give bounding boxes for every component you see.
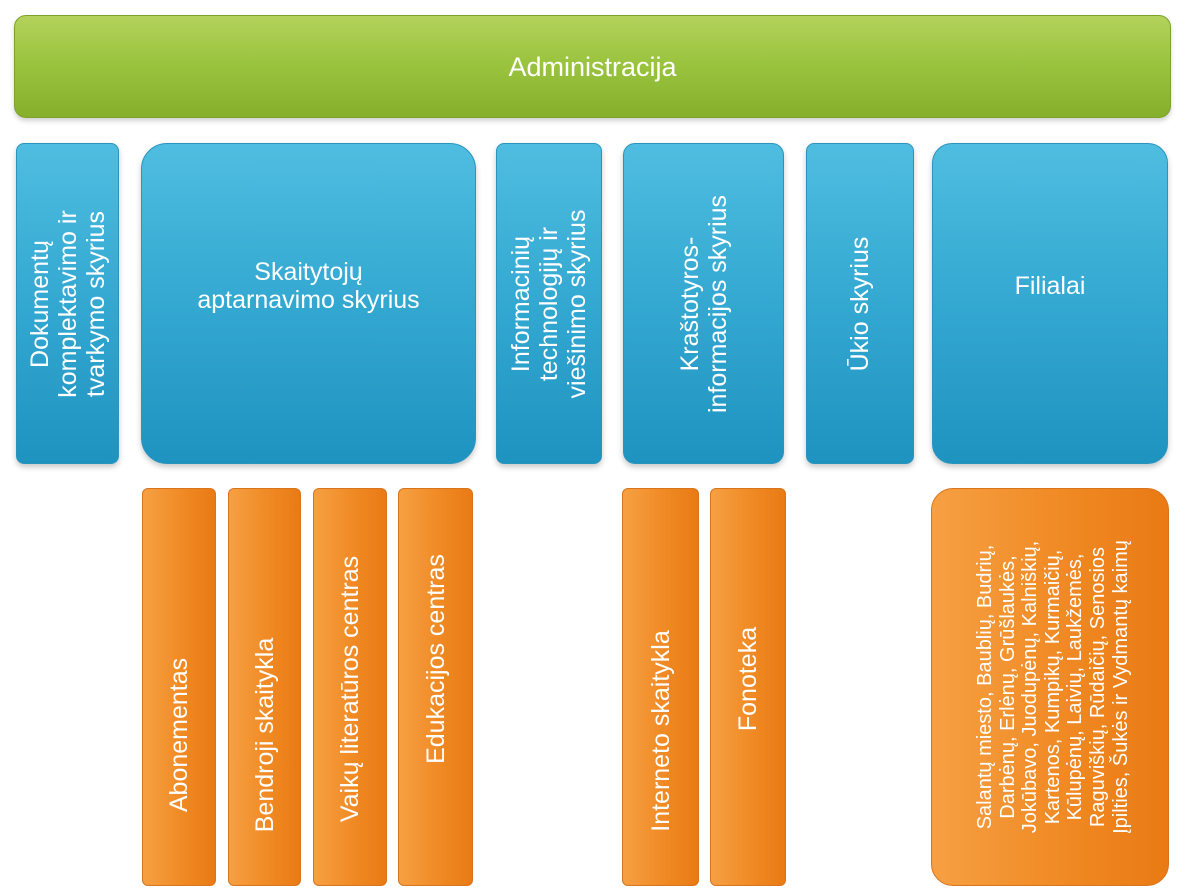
department-ukio-label: Ūkio skyrius [846,236,874,371]
department-filialai: Filialai [932,143,1168,464]
department-krastotyros: Kraštotyros- informacijos skyrius [623,143,784,464]
unit-interneto-label: Interneto skaitykla [646,630,675,832]
department-skaitytoju: Skaitytojų aptarnavimo skyrius [141,143,476,464]
department-skaitytoju-label: Skaitytojų aptarnavimo skyrius [197,257,420,314]
unit-interneto-skaitykla: Interneto skaitykla [622,488,699,886]
unit-bendroji-skaitykla: Bendroji skaitykla [228,488,301,886]
unit-filialai-list: Salantų miesto, Baublių, Budrių, Darbėnų… [931,488,1169,886]
department-ukio: Ūkio skyrius [806,143,914,464]
department-filialai-label: Filialai [1014,271,1086,300]
unit-abonementas-label: Abonementas [165,657,193,813]
unit-edukacijos-label: Edukacijos centras [421,554,450,764]
department-krastotyros-label: Kraštotyros- informacijos skyrius [675,194,732,413]
unit-bendroji-label: Bendroji skaitykla [250,637,279,833]
unit-abonementas: Abonementas [142,488,216,886]
department-dokumentu: Dokumentų komplektavimo ir tvarkymo skyr… [16,143,119,464]
unit-edukacijos-centras: Edukacijos centras [398,488,473,886]
department-it-label: Informacinių technologijų ir viešinimo s… [507,209,591,398]
department-dokumentu-label: Dokumentų komplektavimo ir tvarkymo skyr… [25,209,110,398]
unit-vaiku-literaturos-centras: Vaikų literatūros centras [313,488,387,886]
administration-box: Administracija [14,15,1171,118]
unit-fonoteka-label: Fonoteka [734,626,762,732]
filialai-list-label: Salantų miesto, Baublių, Budrių, Darbėnų… [973,540,1132,834]
unit-fonoteka: Fonoteka [710,488,786,886]
administration-label: Administracija [508,51,677,82]
unit-vaiku-label: Vaikų literatūros centras [336,555,364,823]
department-it: Informacinių technologijų ir viešinimo s… [496,143,602,464]
